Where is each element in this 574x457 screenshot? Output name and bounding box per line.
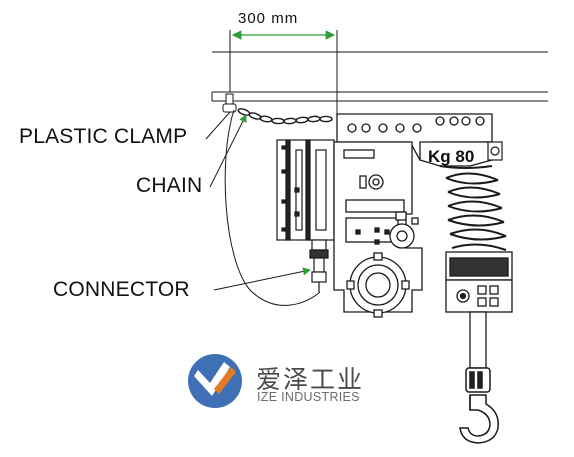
callout-leaders	[205, 111, 311, 291]
watermark-brand-cn: 爱泽工业	[256, 365, 365, 394]
dimension-line	[229, 30, 338, 120]
callout-plastic-clamp: PLASTIC CLAMP	[19, 125, 188, 148]
handle-shaft	[469, 311, 487, 369]
plastic-clamp	[222, 93, 237, 113]
callout-connector: CONNECTOR	[53, 278, 190, 301]
safety-cable	[224, 109, 321, 306]
control-block	[445, 251, 513, 313]
chain	[237, 108, 333, 125]
spring-coil	[439, 165, 507, 251]
watermark-brand-en: IZE INDUSTRIES	[257, 390, 360, 404]
overhead-rail	[211, 51, 548, 102]
dimension-label: 300 mm	[238, 10, 299, 27]
callout-chain: CHAIN	[136, 174, 203, 197]
spring-hanger	[487, 141, 503, 161]
cable-drum	[346, 252, 410, 318]
connector	[309, 239, 329, 292]
controller-box	[276, 139, 335, 241]
hook	[459, 367, 499, 444]
brand-logo-icon	[188, 354, 242, 408]
weight-mark: Kg 80	[428, 147, 474, 166]
